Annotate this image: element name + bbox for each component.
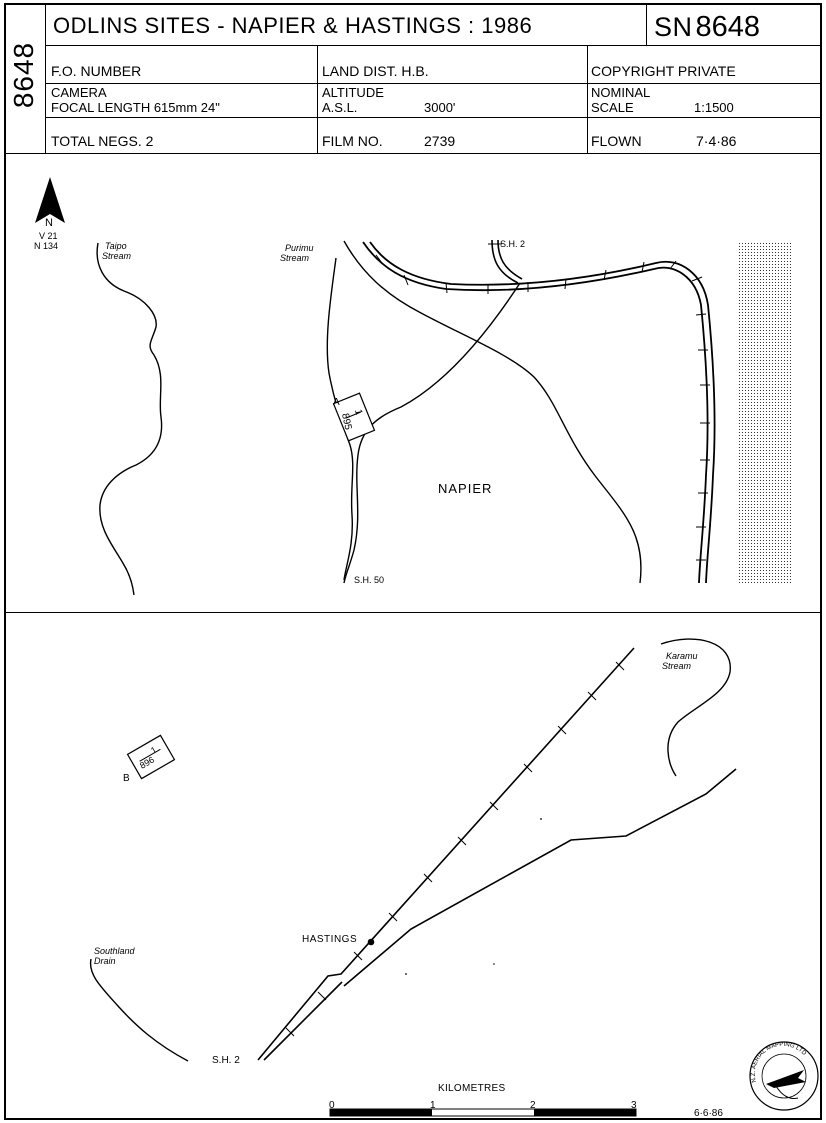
header-bottom-border	[6, 153, 822, 154]
napier-map: N V 21 N 134 Taipo Stream Purimu Stream	[34, 177, 791, 596]
camera-label: CAMERA	[51, 85, 107, 100]
sh2-road	[369, 241, 716, 584]
title-sn-divider	[646, 5, 647, 45]
north-arrow-icon: N V 21 N 134	[34, 177, 65, 251]
scale-tick-1: 1	[430, 1100, 436, 1111]
photo-a-marker	[332, 392, 376, 442]
map-panel-divider	[6, 612, 822, 613]
sh50-road	[343, 282, 521, 584]
taipo-stream	[96, 242, 163, 596]
film-no-label: FILM NO.	[322, 133, 383, 149]
sh2-road-hastings	[263, 981, 343, 1061]
railway-ticks	[375, 254, 710, 561]
total-negs: TOTAL NEGS. 2	[51, 133, 154, 149]
southland-label-1: Southland	[94, 946, 136, 956]
scale-tick-2: 2	[530, 1100, 536, 1111]
southland-label-2: Drain	[94, 956, 116, 966]
seal-text: N.Z. AERIAL MAPPING LTD	[751, 1042, 808, 1083]
land-district: LAND DIST. H.B.	[322, 63, 429, 79]
film-no-value: 2739	[424, 133, 456, 149]
scale-bar	[329, 1108, 637, 1117]
altitude-label: ALTITUDE	[322, 85, 384, 100]
photo-b-top: 1	[149, 745, 158, 756]
coast-sea-shading	[737, 242, 791, 584]
side-number: 8648	[8, 41, 39, 109]
sn-number: 8648	[695, 11, 761, 43]
side-column-divider	[45, 5, 46, 153]
flown-label: FLOWN	[591, 133, 642, 149]
karamu-stream	[660, 638, 731, 777]
scale-value: 1:1500	[694, 100, 734, 115]
photo-a-letter: A	[333, 397, 340, 408]
flown-value: 7·4·86	[696, 133, 737, 149]
nominal-label: NOMINAL	[591, 85, 651, 100]
purimu-label-1: Purimu	[285, 243, 314, 253]
photo-b-letter: B	[123, 773, 130, 784]
scale-title: KILOMETRES	[438, 1083, 505, 1094]
photo-a-top: 1	[352, 408, 364, 416]
branch-road	[343, 768, 737, 987]
taipo-label-2: Stream	[102, 251, 132, 261]
sn-prefix: SN	[654, 12, 693, 42]
header-row-divider-1	[45, 45, 822, 46]
karamu-label-1: Karamu	[666, 651, 698, 661]
aerial-mapping-seal-icon: N.Z. AERIAL MAPPING LTD	[749, 1041, 819, 1111]
grid-ref-1: V 21	[39, 231, 58, 241]
copyright: COPYRIGHT PRIVATE	[591, 63, 736, 79]
purimu-label-2: Stream	[280, 253, 310, 263]
scale-tick-3: 3	[631, 1100, 637, 1111]
header-row-divider-2	[45, 83, 822, 84]
grid-ref-2: N 134	[34, 241, 58, 251]
map-sheet: 8648 ODLINS SITES - NAPIER & HASTINGS : …	[4, 3, 822, 1120]
napier-label: NAPIER	[438, 481, 492, 496]
photo-a-bottom: 895	[339, 412, 353, 431]
railway-ticks-hastings	[285, 661, 625, 1037]
sh50-label: S.H. 50	[354, 575, 384, 585]
header-row-divider-3	[45, 117, 822, 118]
hastings-label: HASTINGS	[302, 934, 357, 945]
map-date: 6·6·86	[694, 1108, 723, 1119]
photo-b-marker	[126, 734, 176, 780]
purimu-stream	[326, 257, 354, 581]
map-specks	[405, 818, 542, 975]
header-col-divider-2	[587, 45, 588, 153]
hastings-point	[367, 938, 375, 946]
sh2-spur	[491, 239, 519, 284]
railway-line	[362, 241, 709, 584]
scale-label: SCALE	[591, 100, 634, 115]
stream-east-branch	[343, 240, 642, 584]
fo-number-label: F.O. NUMBER	[51, 63, 142, 79]
header-col-divider-1	[317, 45, 318, 153]
scale-tick-0: 0	[329, 1100, 335, 1111]
southland-drain	[89, 958, 189, 1062]
taipo-label-1: Taipo	[105, 241, 127, 251]
hastings-map: Karamu Stream HASTINGS Southland Drain S…	[89, 638, 819, 1119]
sh2-label-bottom: S.H. 2	[212, 1055, 240, 1066]
north-label: N	[45, 217, 53, 229]
railway-line-hastings	[257, 647, 635, 1061]
focal-length: FOCAL LENGTH 615mm 24"	[51, 100, 220, 115]
sheet-title: ODLINS SITES - NAPIER & HASTINGS : 1986	[53, 13, 533, 38]
asl-label: A.S.L.	[322, 100, 358, 115]
karamu-label-2: Stream	[662, 661, 692, 671]
altitude-value: 3000'	[424, 100, 456, 115]
sh2-label-top: S.H. 2	[500, 239, 525, 249]
